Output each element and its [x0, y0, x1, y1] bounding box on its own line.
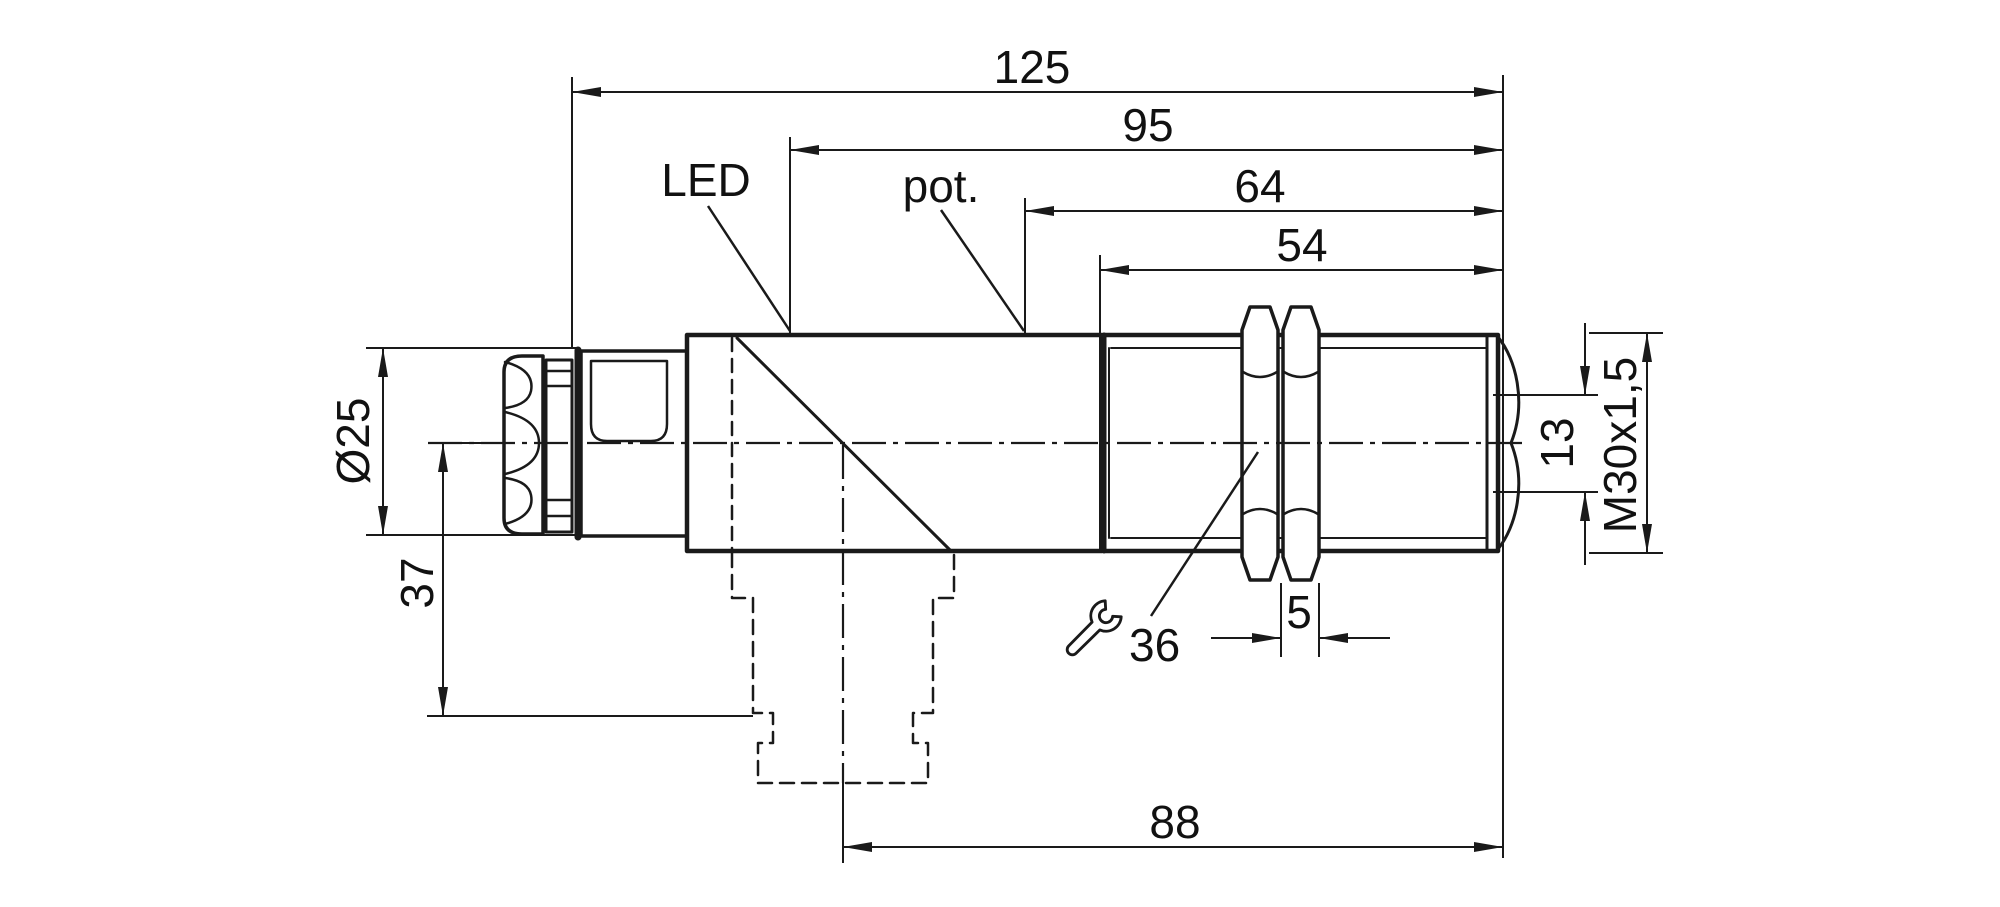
dim-text-13: 13	[1531, 417, 1583, 468]
wrench-icon	[1065, 599, 1123, 657]
dim-text-64: 64	[1234, 160, 1285, 212]
dim-text-125: 125	[994, 41, 1071, 93]
extension-lines	[366, 75, 1663, 858]
leader-wrench	[1149, 451, 1260, 617]
led-label: LED	[661, 154, 750, 206]
dim-text-5: 5	[1286, 586, 1312, 638]
coupling-ring	[544, 358, 574, 534]
dim-text-88: 88	[1149, 796, 1200, 848]
knurl-arc-bottom	[503, 476, 533, 526]
wrench-size-text: 36	[1129, 619, 1180, 671]
leader-led	[706, 205, 792, 332]
dimension-texts: 125 95 64 54 88 5 36 Ø25 37 13 M30x1,5 L…	[327, 41, 1646, 848]
connector-recess	[589, 359, 669, 443]
pot-label: pot.	[903, 160, 980, 212]
dim-text-dia25: Ø25	[327, 398, 379, 485]
dim-text-54: 54	[1276, 219, 1327, 271]
leader-pot	[939, 209, 1026, 332]
mounting-bracket-hidden	[730, 551, 956, 785]
leader-lines	[706, 205, 1260, 617]
knurl-arc-top	[503, 360, 533, 410]
dim-text-m30: M30x1,5	[1594, 357, 1646, 533]
dim-text-37: 37	[391, 557, 443, 608]
dimension-lines	[378, 87, 1652, 852]
dim-text-95: 95	[1122, 99, 1173, 151]
